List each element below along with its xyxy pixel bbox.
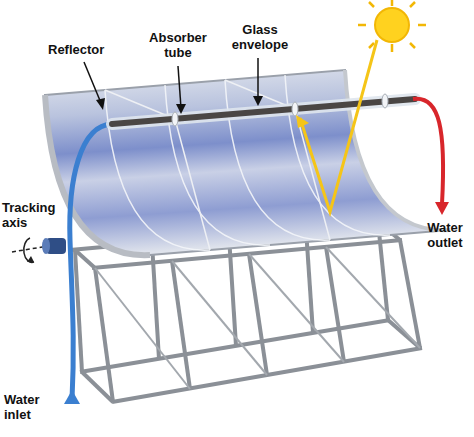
- outlet-pipe: [413, 99, 443, 204]
- reflector-surface: [45, 70, 450, 255]
- leader-arrowheads: [96, 96, 263, 114]
- glass-envelope: [112, 99, 415, 124]
- inlet-arrowhead: [64, 390, 80, 404]
- light-ray: [300, 40, 377, 212]
- sun-rays: [358, 0, 426, 52]
- part-label: Absorber tube: [140, 30, 216, 60]
- outlet-arrowhead: [435, 202, 449, 215]
- axis-label: Tracking axis: [2, 200, 64, 230]
- rotation-arrowhead: [27, 256, 34, 262]
- flow-label: Water outlet: [418, 220, 472, 250]
- inlet-pipe: [70, 124, 112, 400]
- rotation-arrow: [24, 238, 34, 262]
- absorber-tube: [112, 99, 415, 124]
- part-label: Glass envelope: [222, 22, 298, 52]
- frame-braces: [95, 247, 420, 389]
- leader-lines: [84, 58, 258, 108]
- flow-label: Water inlet: [4, 392, 56, 422]
- tracking-hub: [42, 238, 50, 254]
- part-label: Reflector: [48, 42, 128, 57]
- sun: [375, 8, 409, 42]
- ray-arrowhead: [296, 115, 309, 128]
- tube-supports: [105, 80, 330, 250]
